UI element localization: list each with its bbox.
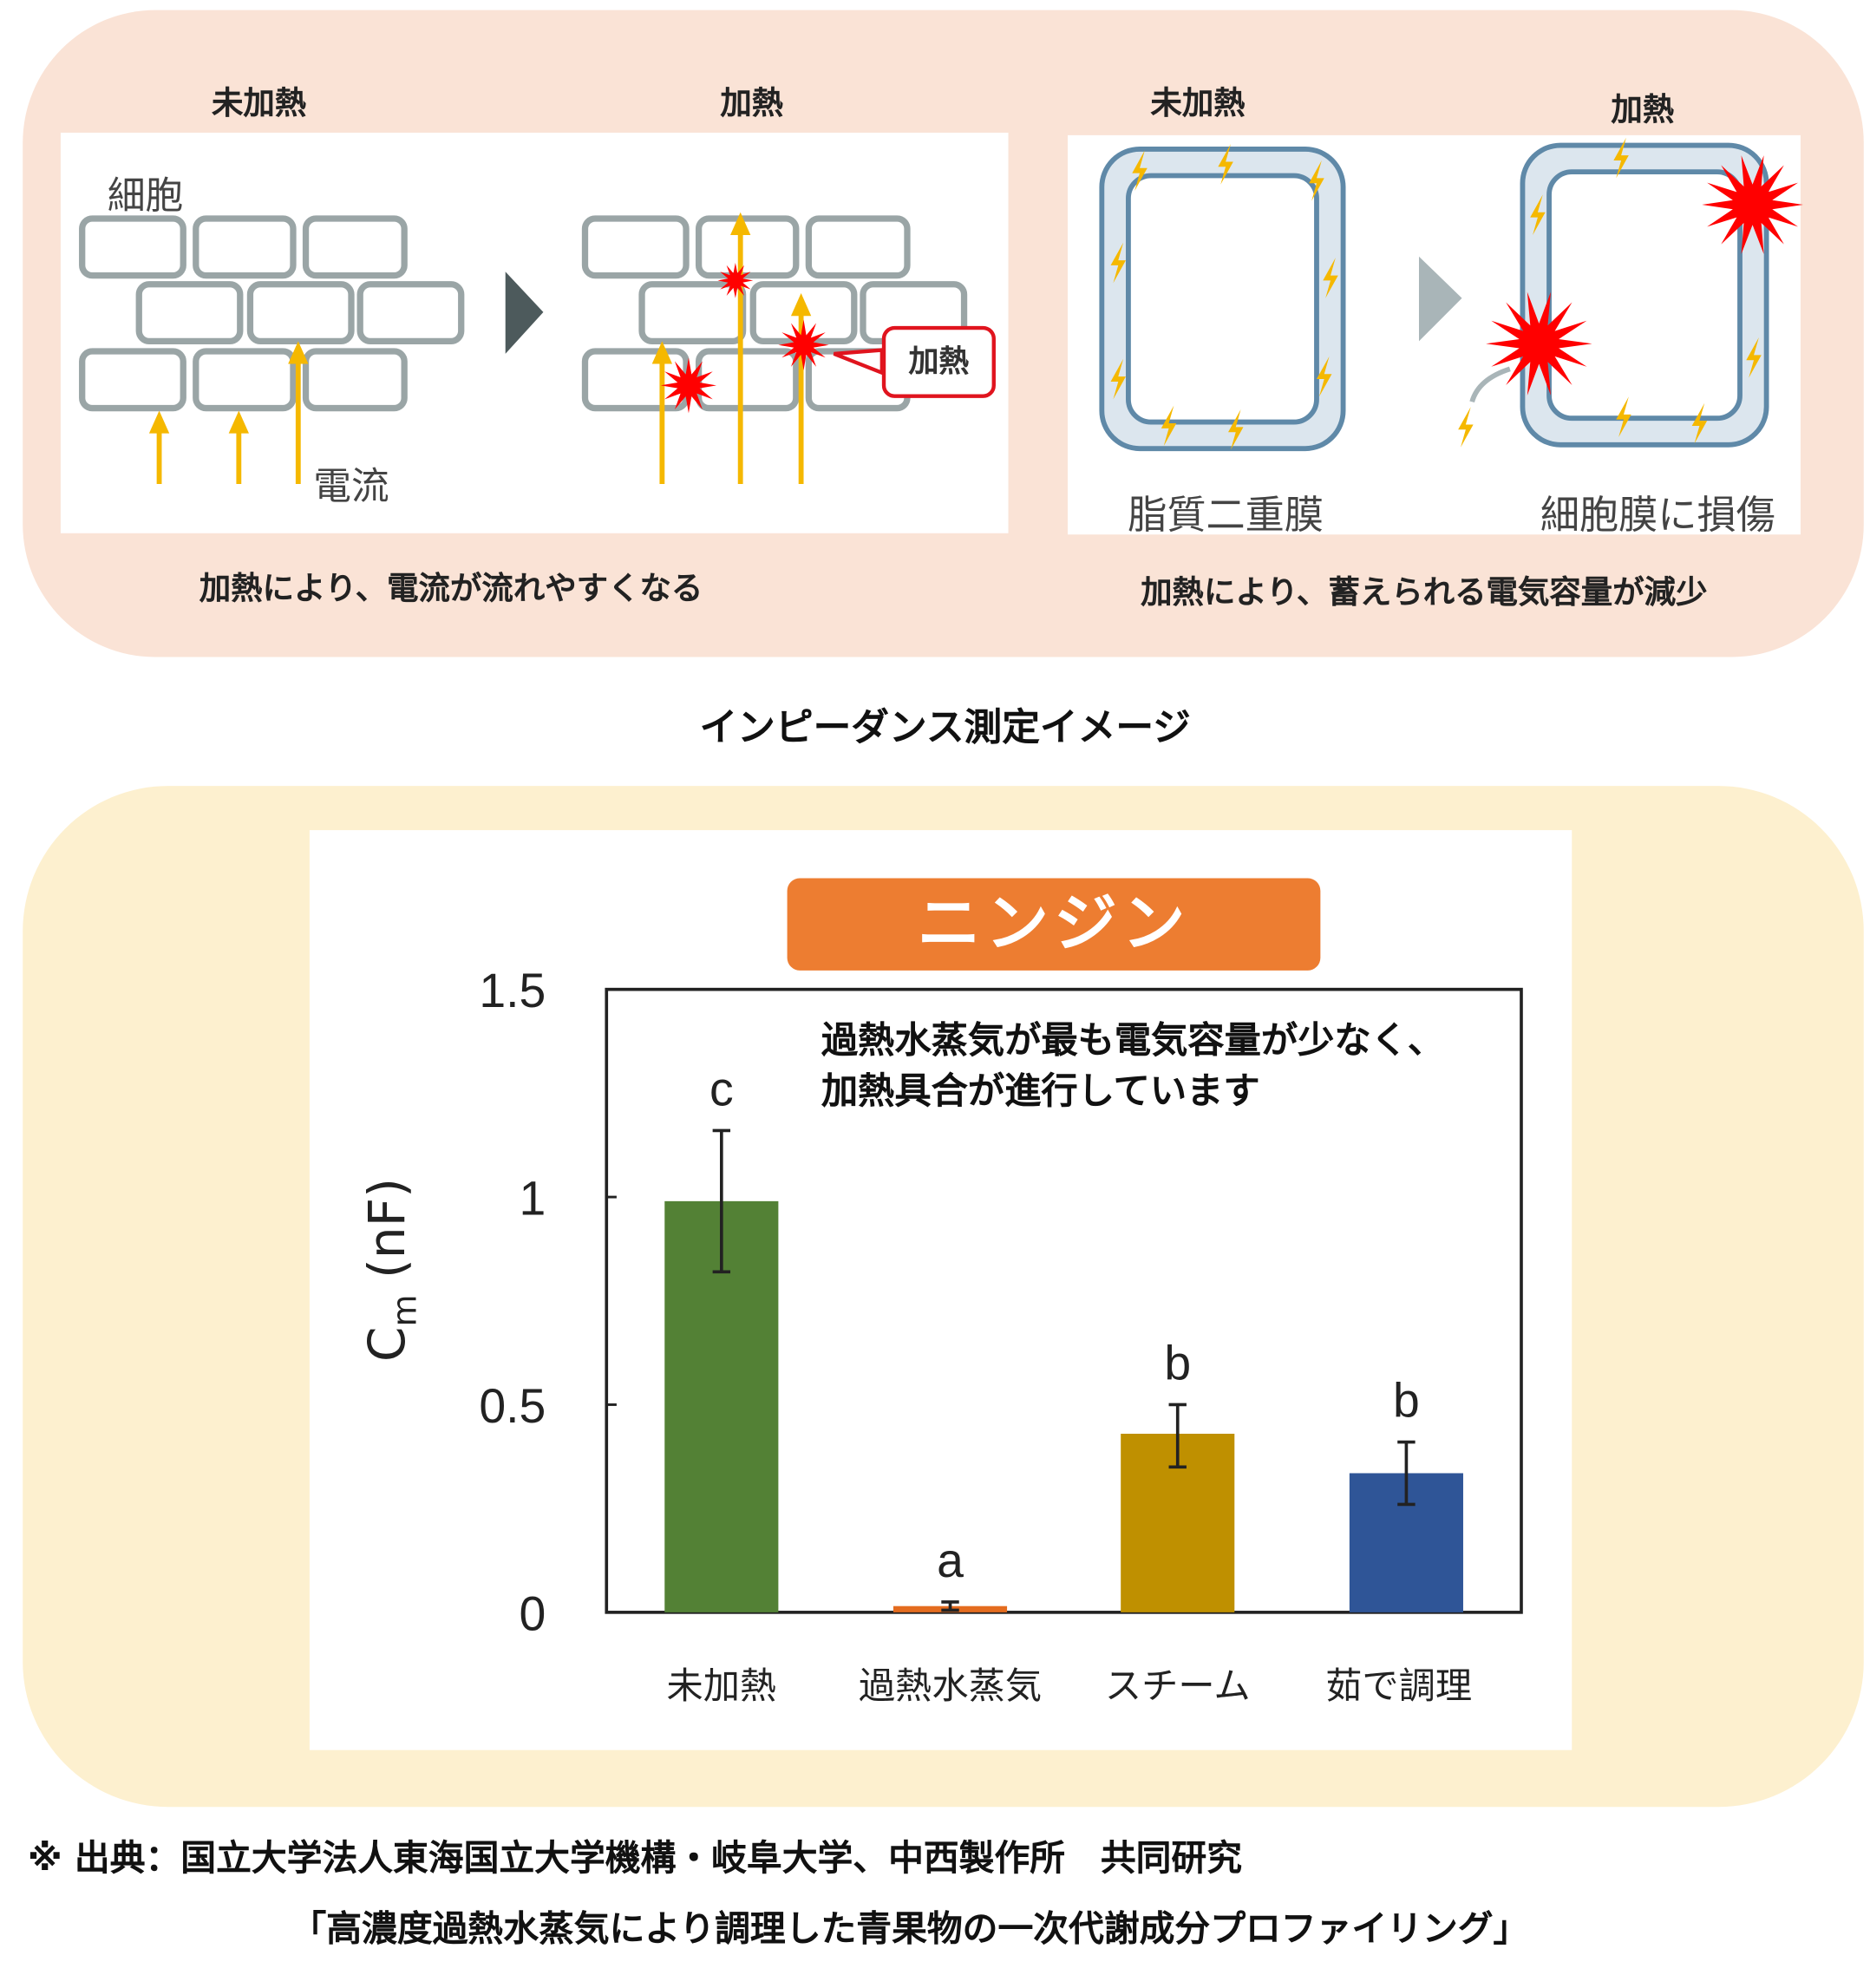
burst-icon [778,319,829,370]
chart-title-box: ニンジン [787,878,1321,971]
burst-icon [1702,155,1803,254]
lightning-icon [1458,407,1474,448]
cell-brick [246,281,355,344]
leak-arrow-icon [1469,366,1511,403]
lightning-icon [1309,160,1324,201]
chart-annotation-line2: 加熱具合が進行しています [821,1069,1260,1112]
y-label-unit: (nF) [358,1178,417,1278]
lightning-icon [1613,137,1629,179]
arrow-head-icon [730,212,751,235]
lightning-icon [1161,405,1177,447]
cell-brick [356,281,465,344]
arrow-head-icon [228,410,249,434]
lightning-icon [1110,358,1127,400]
label-unheated-left: 未加熱 [212,84,307,121]
y-tick-label: 0 [520,1586,546,1640]
cell-brick [135,281,244,344]
y-tick-label: 1.5 [479,964,546,1017]
right-triangle-icon [1418,256,1462,342]
lightning-icon [1746,337,1762,378]
membrane-label: 脂質二重膜 [1128,493,1324,539]
lightning-icon [1110,242,1127,284]
x-tick-label: 未加熱 [666,1664,776,1707]
lightning-icon [1132,150,1148,191]
cell-brick [581,348,690,412]
y-axis-label: Cm (nF) [359,1178,425,1362]
x-tick-label: 過熱水蒸気 [859,1664,1042,1707]
label-unheated-right: 未加熱 [1150,84,1246,121]
plot-frame [605,987,1523,1614]
lightning-icon [1228,409,1244,450]
x-tick-label: 茹で調理 [1325,1664,1472,1707]
chart-annotation-line1: 過熱水蒸気が最も電気容量が少なく、 [821,1018,1445,1062]
lightning-icon [1616,396,1631,438]
y-label-sub: m [386,1294,425,1327]
heat-callout-text: 加熱 [908,343,970,380]
burst-icon [717,263,754,298]
arrow-head-icon [148,410,170,434]
significance-letter: b [1393,1373,1420,1427]
significance-letter: c [709,1062,734,1115]
lightning-icon [1530,194,1546,235]
chart-title: ニンジン [917,886,1191,961]
cell-brick [695,215,800,279]
cell-brick [79,348,186,412]
lightning-icon [1218,144,1233,185]
caption-right: 加熱により、蓄えられる電気容量が減少 [1141,573,1708,611]
cell-brick [302,348,408,412]
lightning-icon [1323,258,1338,298]
arrow-head-icon [651,341,673,364]
cell-brick [193,348,297,412]
arrow-head-icon [288,341,309,364]
paper-title: 「高濃度過熱水蒸気により調理した青果物の一次代謝成分プロファイリング」 [291,1907,1529,1950]
source-note: ※ 出典：国立大学法人東海国立大学機構・岐阜大学、中西製作所 共同研究 [28,1837,1243,1880]
burst-icon [1486,291,1592,396]
current-label: 電流 [313,465,389,510]
right-triangle-icon [505,271,544,354]
significance-letter: b [1164,1336,1191,1390]
lipid-bilayer-inner [1126,173,1319,425]
y-tick-label: 0.5 [479,1379,546,1433]
cell-label: 細胞 [107,174,184,219]
y-tick-label: 1 [520,1171,546,1225]
cell-brick [581,215,690,279]
heat-callout: 加熱 [881,325,996,398]
label-heated-right: 加熱 [1611,90,1675,128]
caption-left: 加熱により、電流が流れやすくなる [199,570,703,607]
lightning-icon [1316,356,1332,397]
x-tick-label: スチーム [1105,1664,1251,1707]
damage-label: 細胞膜に損傷 [1540,493,1775,539]
burst-icon [660,357,717,414]
significance-letter: a [937,1534,964,1587]
cell-brick [79,215,186,279]
cell-brick [193,215,297,279]
lightning-icon [1691,402,1708,444]
label-heated-left: 加熱 [720,84,784,121]
cell-brick [302,215,408,279]
arrow-head-icon [790,292,812,317]
cell-brick [695,348,800,412]
cell-brick [805,215,911,279]
y-label-main: C [358,1326,417,1363]
figure-title: インピーダンス測定イメージ [699,706,1191,751]
lipid-bilayer-inner [1546,169,1742,422]
